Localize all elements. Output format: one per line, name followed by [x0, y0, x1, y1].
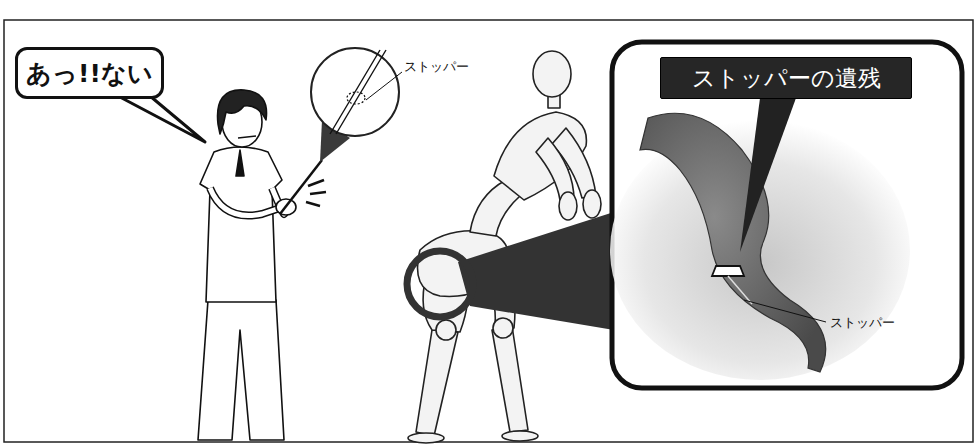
motion-lines	[306, 180, 326, 206]
mannequin-foot	[502, 431, 538, 441]
zoom-wedge	[458, 212, 614, 330]
nurse-trousers	[198, 300, 284, 440]
mannequin-shin	[492, 326, 528, 432]
nurse-hair	[218, 90, 267, 134]
title-tag: ストッパーの遺残	[660, 57, 912, 99]
nurse-shirt	[200, 147, 282, 302]
zoom-circle	[311, 48, 399, 136]
missing-stopper	[347, 92, 365, 104]
stopper	[712, 266, 744, 276]
tube-end	[728, 276, 752, 304]
nurse-arm-outline	[210, 188, 280, 216]
rectum	[640, 113, 826, 372]
tube-zoomed	[330, 50, 380, 134]
tube	[280, 160, 322, 214]
leader-line	[744, 300, 826, 322]
nurse-figure	[198, 90, 296, 440]
focus-ring	[407, 251, 473, 317]
part-label: ストッパー	[830, 314, 895, 332]
nurse-arm	[210, 188, 280, 216]
mannequin-head	[533, 51, 571, 97]
speech-bubble: あっ!!ない	[15, 47, 164, 99]
speech-tail	[118, 96, 205, 142]
panel-frame	[4, 20, 973, 442]
mannequin-foot	[408, 433, 444, 443]
mannequin-knee	[493, 318, 513, 338]
mannequin-arm	[536, 138, 574, 200]
leader-line	[366, 72, 402, 100]
nurse-mouth	[238, 136, 256, 138]
mannequin-hand	[559, 192, 577, 220]
node-text: ストッパーの遺残	[692, 63, 881, 94]
mannequin-knee	[436, 320, 456, 340]
label-pointer	[740, 98, 796, 252]
mannequin-hand	[583, 190, 601, 218]
mannequin-shin	[416, 330, 458, 436]
node-text: あっ!!ない	[26, 57, 153, 90]
tube-zoomed	[336, 50, 386, 134]
shirt-collar	[236, 150, 244, 176]
part-label: ストッパー	[404, 58, 469, 76]
